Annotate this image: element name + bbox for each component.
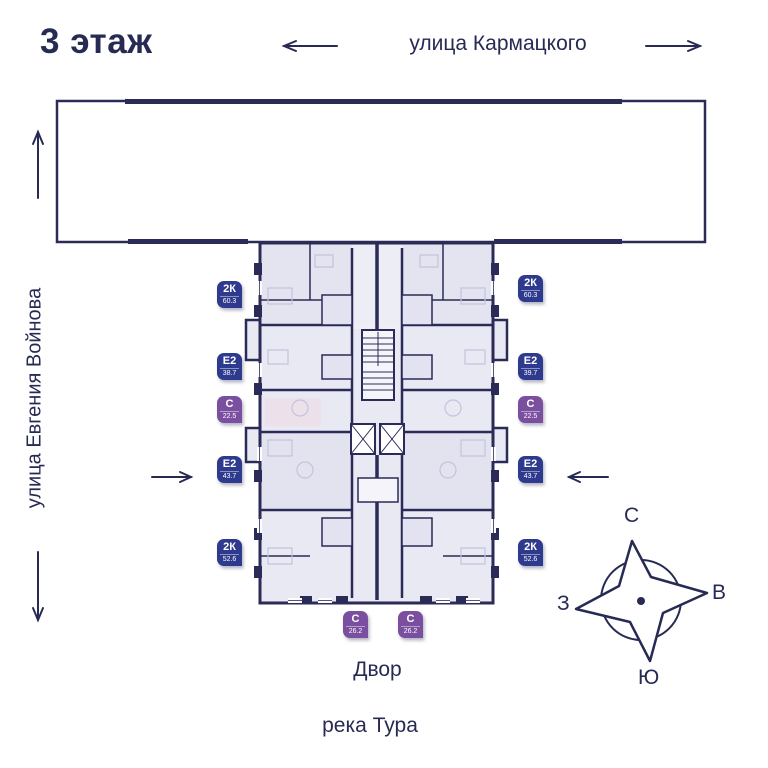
arrow-entrance-left — [151, 471, 194, 483]
compass-south-label: Ю — [638, 666, 660, 689]
street-label-top: улица Кармацкого — [409, 32, 587, 55]
stairwell — [361, 329, 395, 401]
unit-badge-bottom-s-26-left[interactable]: С 26.2 — [343, 611, 368, 638]
river-label: река Тура — [322, 714, 418, 737]
elevators — [350, 423, 405, 503]
arrow-street-top-left — [281, 40, 338, 52]
unit-badge-left-e2-38[interactable]: Е2 38.7 — [217, 353, 242, 380]
unit-badge-right-s-22[interactable]: С 22.5 — [518, 396, 543, 423]
compass-east-label: В — [712, 581, 727, 604]
arrow-street-left-up — [32, 129, 44, 199]
unit-badge-bottom-s-26-right[interactable]: С 26.2 — [398, 611, 423, 638]
unit-badge-left-e2-43[interactable]: Е2 43.7 — [217, 456, 242, 483]
compass-rose — [574, 539, 709, 663]
unit-badge-left-s-22[interactable]: С 22.5 — [217, 396, 242, 423]
street-label-left: улица Евгения Войнова — [23, 287, 46, 509]
unit-badge-right-2k-52[interactable]: 2К 52.6 — [518, 539, 543, 566]
furniture-hints — [267, 254, 486, 565]
unit-badge-left-2k-60[interactable]: 2К 60.3 — [217, 281, 242, 308]
yard-label: Двор — [353, 658, 402, 681]
top-building-outline — [55, 99, 707, 244]
page-title: 3 этаж — [40, 22, 153, 61]
wall-piers — [254, 263, 499, 604]
arrow-entrance-right — [566, 471, 609, 483]
windows — [257, 281, 496, 603]
unit-badge-right-2k-60[interactable]: 2К 60.3 — [518, 275, 543, 302]
unit-badge-right-e2-39[interactable]: Е2 39.7 — [518, 353, 543, 380]
unit-badge-right-e2-43[interactable]: Е2 43.7 — [518, 456, 543, 483]
arrow-street-left-down — [32, 551, 44, 623]
arrow-street-top-right — [645, 40, 703, 52]
tower-plan — [244, 241, 509, 605]
compass-north-label: С — [624, 504, 640, 527]
compass-west-label: З — [557, 592, 570, 615]
unit-badge-left-2k-52[interactable]: 2К 52.6 — [217, 539, 242, 566]
